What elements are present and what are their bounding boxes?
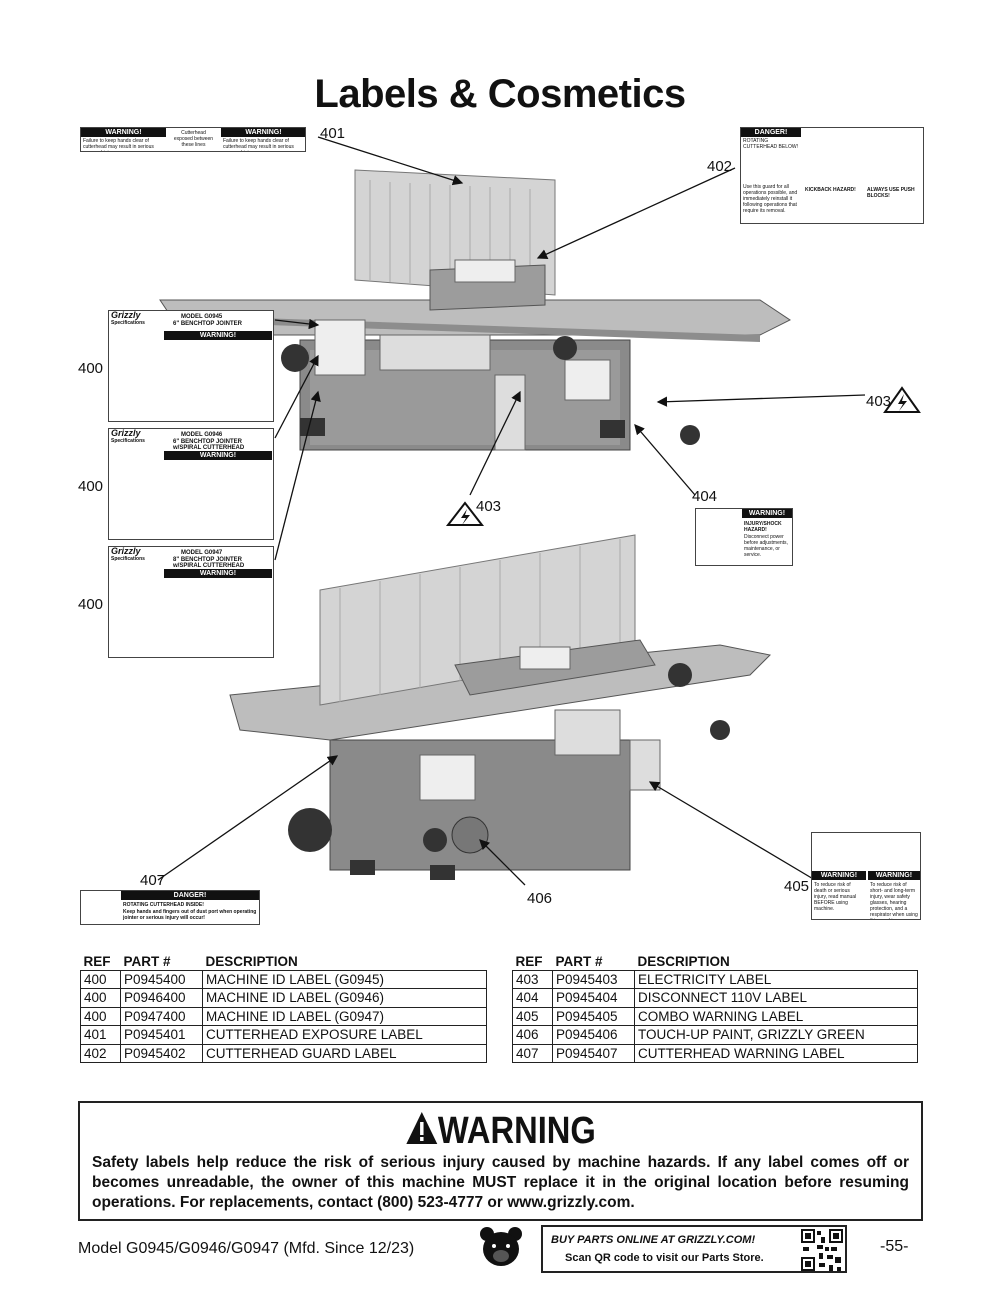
table-row: 407P0945407CUTTERHEAD WARNING LABEL <box>513 1044 918 1063</box>
parts-table-right: REF PART # DESCRIPTION 403P0945403ELECTR… <box>512 953 918 1063</box>
labels-diagram: 401 402 400 400 400 403 403 404 405 406 … <box>0 120 1000 940</box>
cutterhead-exposure-label: WARNING! Failure to keep hands clear of … <box>80 127 306 152</box>
ref-407: 407 <box>140 872 165 889</box>
ref-403-right: 403 <box>866 393 891 410</box>
page-number: -55- <box>880 1238 908 1256</box>
table-row: 402P0945402CUTTERHEAD GUARD LABEL <box>81 1044 487 1063</box>
table-row: 401P0945401CUTTERHEAD EXPOSURE LABEL <box>81 1026 487 1045</box>
combo-warning-label: WARNING! To reduce risk of death or seri… <box>811 832 921 920</box>
table-row: 403P0945403ELECTRICITY LABEL <box>513 970 918 989</box>
table-row: 400P0946400MACHINE ID LABEL (G0946) <box>81 989 487 1008</box>
warning-triangle-icon <box>405 1111 438 1145</box>
table-row: 405P0945405COMBO WARNING LABEL <box>513 1007 918 1026</box>
column-header-ref: REF <box>513 953 553 970</box>
warning-heading: WARNING <box>149 1111 852 1151</box>
warning-text: Safety labels help reduce the risk of se… <box>92 1153 909 1213</box>
ref-406: 406 <box>527 890 552 907</box>
buy-parts-box[interactable]: BUY PARTS ONLINE AT GRIZZLY.COM! Scan QR… <box>541 1225 847 1273</box>
scan-qr-line: Scan QR code to visit our Parts Store. <box>565 1252 764 1264</box>
column-header-ref: REF <box>81 953 121 970</box>
machine-id-label-g0945: Grizzly MODEL G0945 6" BENCHTOP JOINTER … <box>108 310 274 422</box>
buy-parts-line: BUY PARTS ONLINE AT GRIZZLY.COM! <box>551 1234 755 1246</box>
ref-400-c: 400 <box>78 596 103 613</box>
footer-model: Model G0945/G0946/G0947 (Mfd. Since 12/2… <box>78 1240 414 1258</box>
parts-table-left: REF PART # DESCRIPTION 400P0945400MACHIN… <box>80 953 487 1063</box>
column-header-description: DESCRIPTION <box>635 953 918 970</box>
lower-jointer <box>230 535 770 880</box>
ref-400-a: 400 <box>78 360 103 377</box>
ref-405: 405 <box>784 878 809 895</box>
table-row: 406P0945406TOUCH-UP PAINT, GRIZZLY GREEN <box>513 1026 918 1045</box>
page-title: Labels & Cosmetics <box>0 72 1000 117</box>
column-header-part: PART # <box>553 953 635 970</box>
machine-id-label-g0946: Grizzly MODEL G0946 6" BENCHTOP JOINTER … <box>108 428 274 540</box>
warning-title: WARNING <box>438 1110 596 1152</box>
ref-404: 404 <box>692 488 717 505</box>
ref-403-left: 403 <box>476 498 501 515</box>
ref-400-b: 400 <box>78 478 103 495</box>
table-row: 404P0945404DISCONNECT 110V LABEL <box>513 989 918 1008</box>
machine-id-label-g0947: Grizzly MODEL G0947 8" BENCHTOP JOINTER … <box>108 546 274 658</box>
ref-401: 401 <box>320 125 345 142</box>
disconnect-110v-label: WARNING! INJURY/SHOCK HAZARD! Disconnect… <box>695 508 793 566</box>
qr-code-icon[interactable] <box>801 1229 843 1271</box>
table-row: 400P0945400MACHINE ID LABEL (G0945) <box>81 970 487 989</box>
grizzly-bear-logo-icon <box>478 1224 524 1270</box>
column-header-part: PART # <box>121 953 203 970</box>
cutterhead-guard-label: DANGER! ROTATING CUTTERHEAD BELOW! Use t… <box>740 127 924 224</box>
table-row: 400P0947400MACHINE ID LABEL (G0947) <box>81 1007 487 1026</box>
ref-402: 402 <box>707 158 732 175</box>
warning-box: WARNING Safety labels help reduce the ri… <box>78 1101 923 1221</box>
cutterhead-warning-label: DANGER! ROTATING CUTTERHEAD INSIDE! Keep… <box>80 890 260 925</box>
column-header-description: DESCRIPTION <box>203 953 487 970</box>
